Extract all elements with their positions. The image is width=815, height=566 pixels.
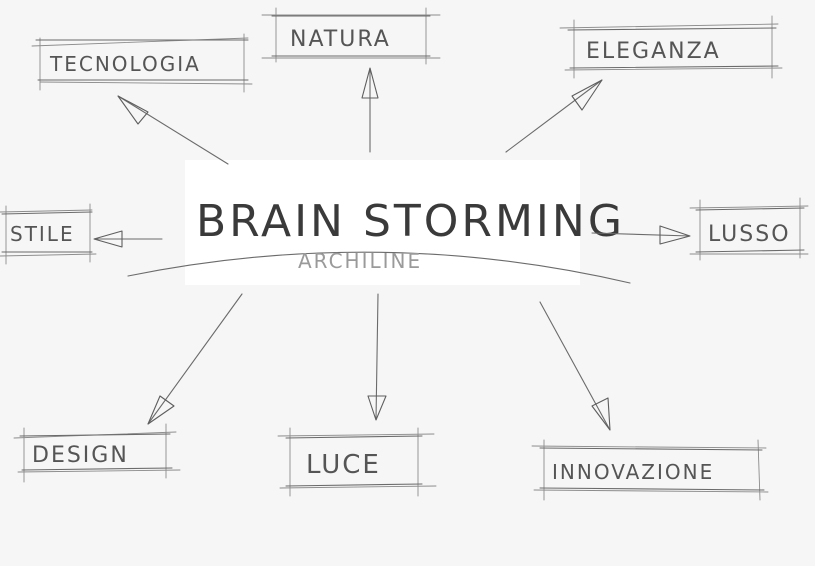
arrow-to-eleganza: [505, 79, 603, 153]
node-eleganza: ELEGANZA: [559, 15, 783, 79]
central-title: BRAIN STORMING: [196, 196, 625, 247]
title-highlight: [185, 160, 580, 285]
node-luce: LUCE: [277, 427, 437, 497]
arrow-to-lusso: [591, 225, 691, 245]
node-label-stile: STILE: [10, 222, 75, 246]
node-label-luce: LUCE: [306, 450, 381, 480]
arrow-to-stile: [93, 230, 163, 248]
node-stile: STILE: [0, 203, 97, 265]
arrow-to-design: [147, 293, 243, 425]
node-tecnologia: TECNOLOGIA: [31, 33, 253, 93]
node-lusso: LUSSO: [689, 197, 809, 261]
node-innovazione: INNOVAZIONE: [531, 439, 769, 501]
title-arc: [127, 251, 631, 284]
arrow-to-tecnologia: [117, 95, 229, 165]
arrow-to-luce: [367, 293, 387, 421]
node-design: DESIGN: [13, 423, 181, 483]
arrow-to-natura: [361, 67, 379, 153]
node-label-tecnologia: TECNOLOGIA: [49, 52, 201, 76]
node-label-eleganza: ELEGANZA: [586, 39, 721, 64]
node-label-innovazione: INNOVAZIONE: [552, 460, 714, 484]
node-label-lusso: LUSSO: [708, 222, 791, 247]
node-label-natura: NATURA: [290, 27, 391, 52]
node-label-design: DESIGN: [32, 443, 129, 468]
arrow-to-innovazione: [539, 301, 611, 431]
central-subtitle: ARCHILINE: [298, 249, 422, 273]
node-natura: NATURA: [261, 7, 441, 65]
